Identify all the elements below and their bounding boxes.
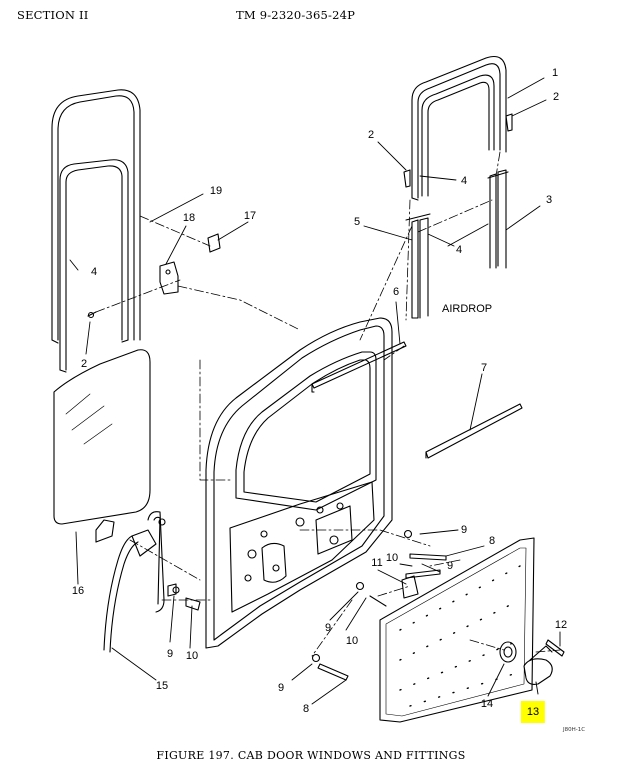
callout-4: 4 xyxy=(455,244,463,256)
window-run-channel-left xyxy=(51,89,141,373)
weatherstrip-7 xyxy=(425,403,523,459)
callout-2: 2 xyxy=(80,358,88,370)
door-frame xyxy=(205,317,393,649)
callout-5: 5 xyxy=(353,216,361,228)
callout-14: 14 xyxy=(480,698,494,710)
callout-4: 4 xyxy=(460,175,468,187)
callout-7: 7 xyxy=(480,362,488,374)
screw-2-right-mid xyxy=(403,169,411,188)
hinge-bracket-18 xyxy=(159,261,179,295)
callout-9: 9 xyxy=(277,682,285,694)
callout-9: 9 xyxy=(446,560,454,572)
callout-10: 10 xyxy=(345,635,359,647)
callout-4: 4 xyxy=(90,266,98,278)
callout-10: 10 xyxy=(385,552,399,564)
screw-2-right-top xyxy=(505,113,513,132)
drawing-id: J80H-1C xyxy=(563,727,586,733)
tm-number: TM 9-2320-365-24P xyxy=(236,8,356,22)
lower-run-channel-5 xyxy=(405,213,431,319)
bracket-17 xyxy=(207,233,221,253)
screw-2-left xyxy=(87,311,97,319)
window-run-channel-right xyxy=(411,55,507,201)
callout-15: 15 xyxy=(155,680,169,692)
callout-9: 9 xyxy=(324,622,332,634)
fasteners-right xyxy=(172,529,447,681)
section-label: SECTION II xyxy=(17,8,89,22)
callout-9: 9 xyxy=(460,524,468,536)
trim-panel xyxy=(379,537,535,723)
callout-13: 13 xyxy=(520,701,546,723)
callout-17: 17 xyxy=(243,210,257,222)
airdrop-label: AIRDROP xyxy=(442,303,493,315)
callout-12: 12 xyxy=(554,619,568,631)
callout-9: 9 xyxy=(166,648,174,660)
callout-19: 19 xyxy=(209,185,223,197)
leader-lines xyxy=(69,77,561,705)
callout-2: 2 xyxy=(367,129,375,141)
lower-run-channel-3 xyxy=(487,169,509,269)
callout-2: 2 xyxy=(552,91,560,103)
callout-18: 18 xyxy=(182,212,196,224)
callout-11: 11 xyxy=(371,557,383,569)
screw-12 xyxy=(545,639,565,657)
callout-8: 8 xyxy=(488,535,496,547)
door-glass xyxy=(53,349,151,543)
figure-caption: FIGURE 197. CAB DOOR WINDOWS AND FITTING… xyxy=(156,749,466,762)
callout-1: 1 xyxy=(551,67,559,79)
callout-3: 3 xyxy=(545,194,553,206)
callout-8: 8 xyxy=(302,703,310,715)
window-regulator xyxy=(103,511,201,653)
weatherstrip-6 xyxy=(311,341,407,393)
callout-6: 6 xyxy=(392,286,400,298)
callout-16: 16 xyxy=(71,585,85,597)
handle-escutcheon-13 xyxy=(523,645,553,685)
callout-10: 10 xyxy=(185,650,199,662)
inside-handle-14 xyxy=(499,641,517,663)
